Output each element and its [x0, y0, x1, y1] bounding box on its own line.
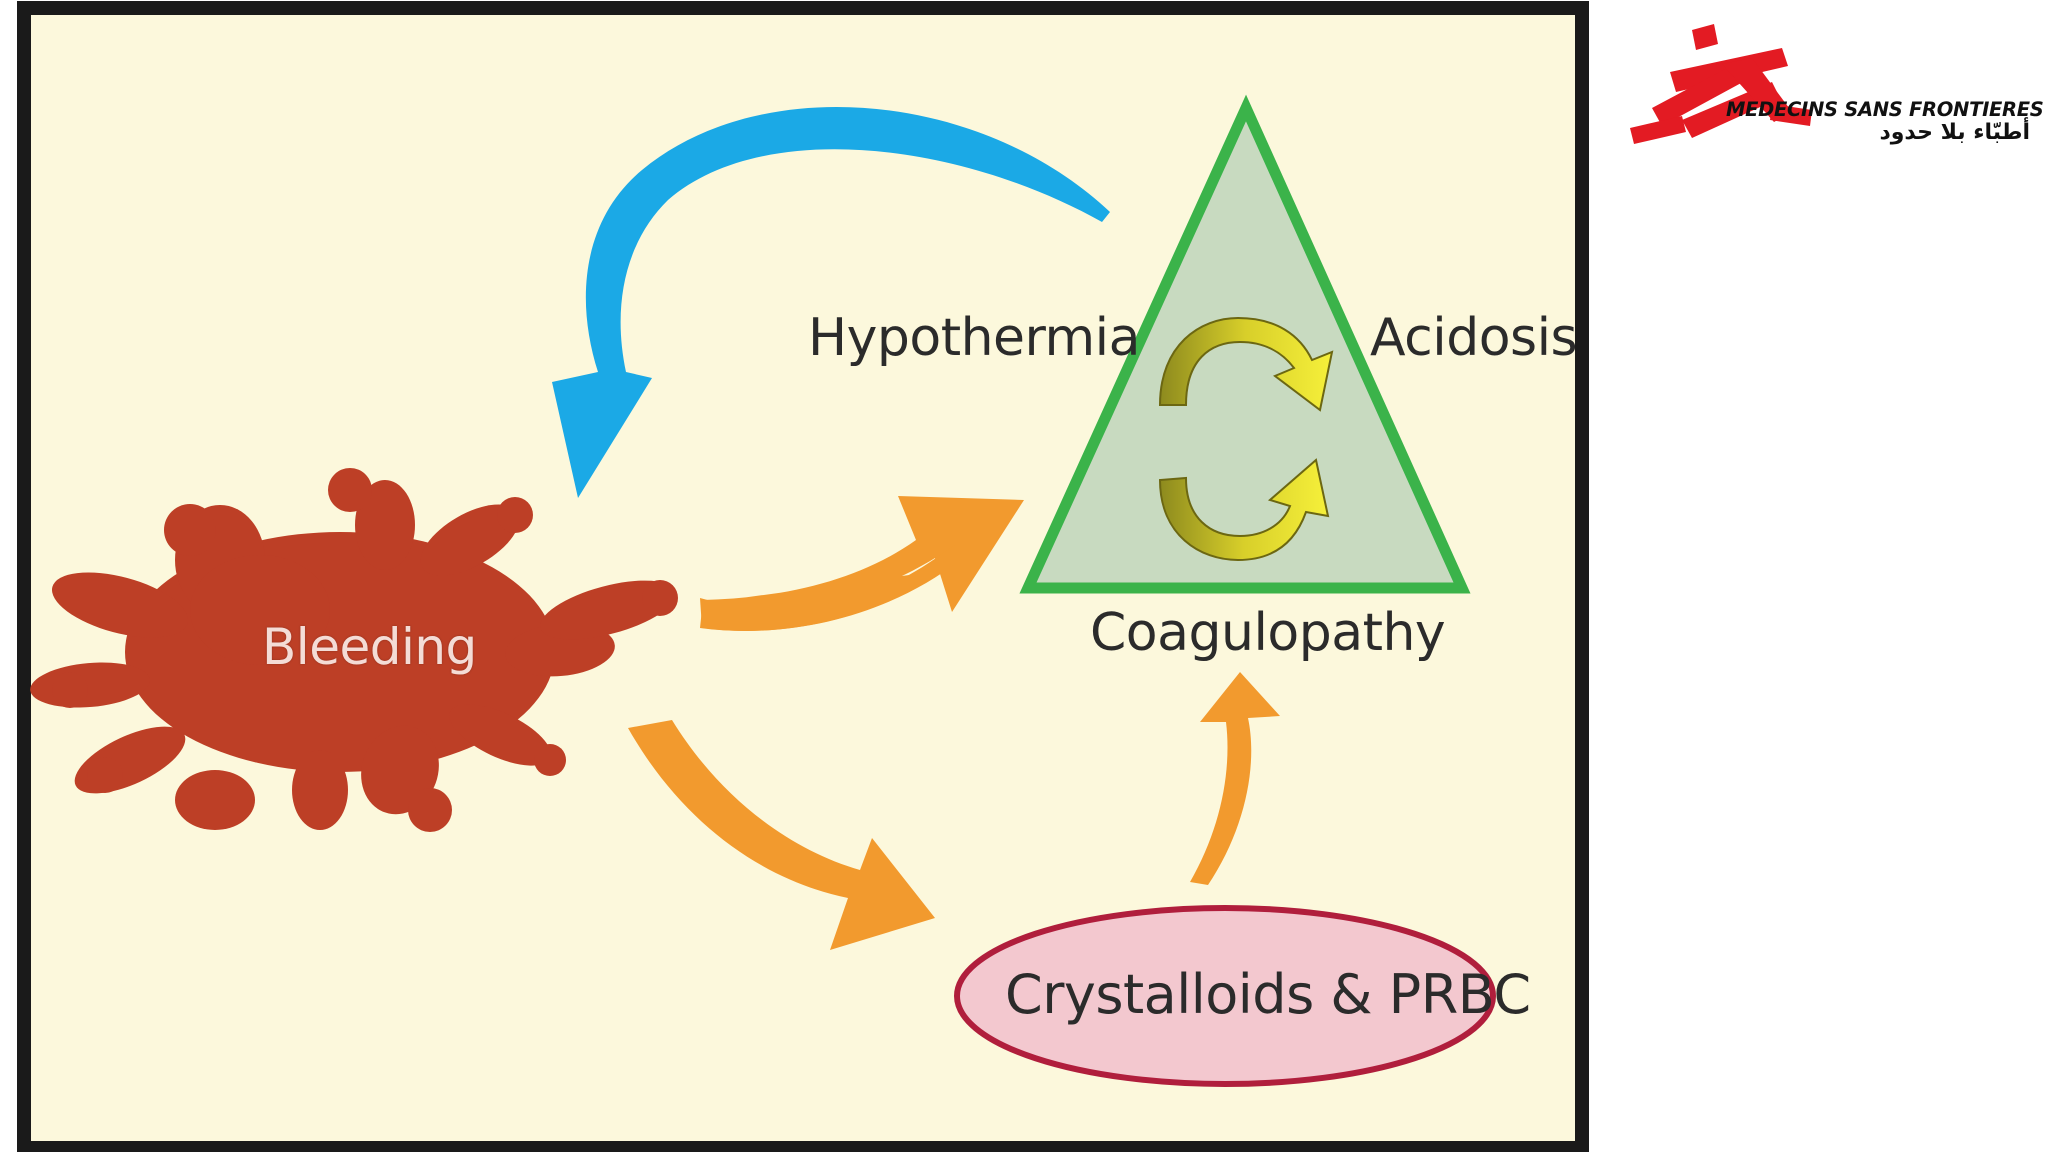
orange-arrow-bleeding-to-triangle: [700, 496, 1024, 631]
msf-logo-text-ar: أطبّاء بلا حدود: [1879, 120, 2030, 145]
hypothermia-label: Hypothermia: [808, 308, 1140, 368]
orange-arrow-crystalloids-to-coagulopathy: [1190, 672, 1280, 885]
bleeding-label: Bleeding: [262, 618, 477, 676]
msf-running-figure-icon: [1630, 24, 1812, 144]
crystalloids-ellipse: [954, 905, 1496, 1087]
bleeding-splat: [30, 468, 678, 832]
orange-arrow-bleeding-to-crystalloids: [628, 720, 935, 950]
coagulopathy-triangle: [1019, 94, 1471, 594]
cycle-arrow-bottom: [1158, 458, 1330, 562]
crystalloids-label: Crystalloids & PRBC: [1005, 963, 1531, 1026]
cycle-arrow-top: [1158, 316, 1334, 412]
msf-logo-text-en: MEDECINS SANS FRONTIERES: [1726, 98, 2044, 121]
coagulopathy-label: Coagulopathy: [1090, 603, 1446, 663]
acidosis-label: Acidosis: [1370, 308, 1578, 368]
